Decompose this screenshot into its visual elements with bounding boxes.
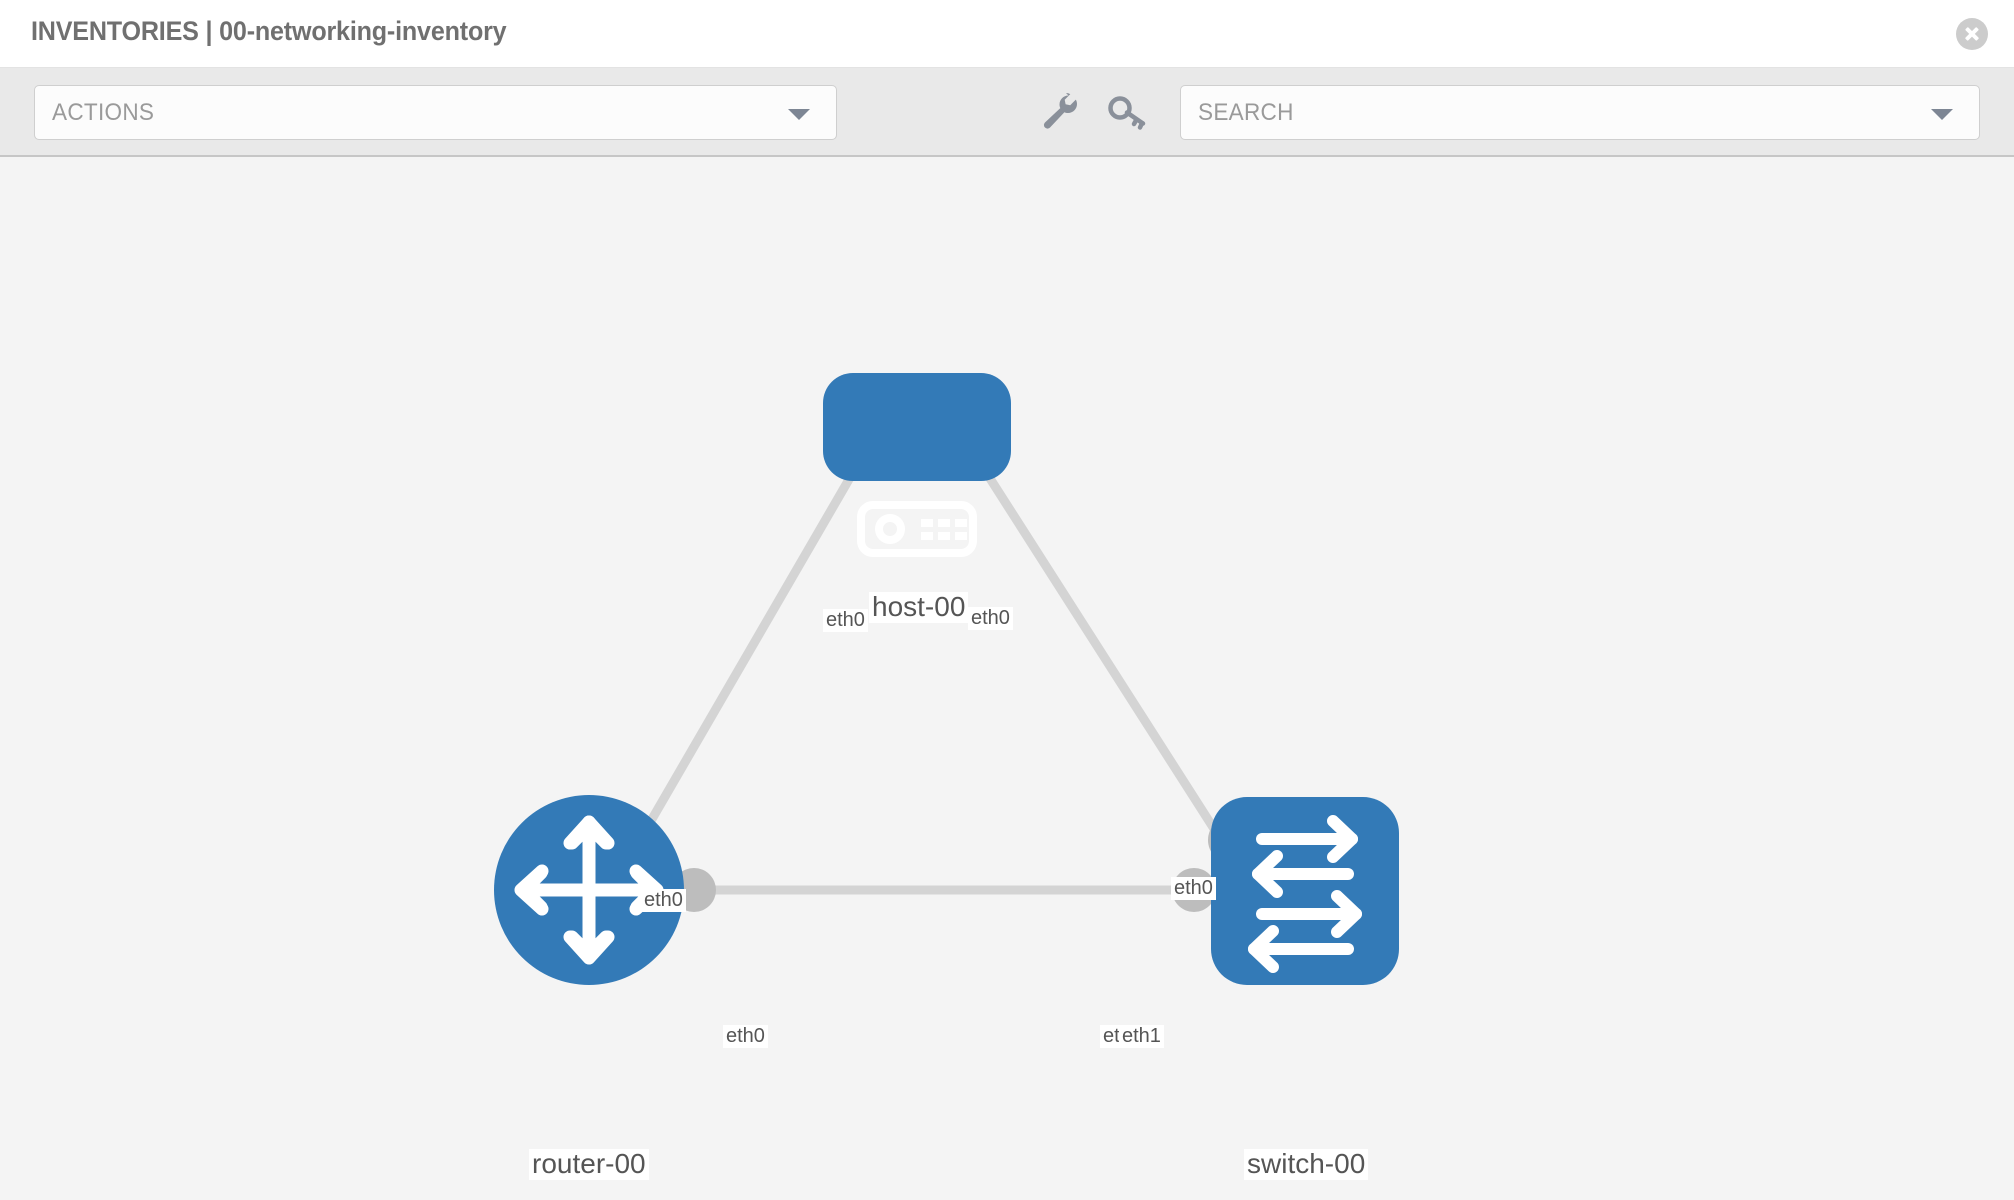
window-header: INVENTORIES | 00-networking-inventory bbox=[0, 0, 2014, 68]
page-title: INVENTORIES | 00-networking-inventory bbox=[31, 16, 507, 46]
node-label-host-00: host-00 bbox=[869, 591, 969, 623]
node-label-router-00: router-00 bbox=[529, 1148, 649, 1180]
close-icon[interactable] bbox=[1956, 18, 1988, 50]
toolbar: ACTIONS SEARCH bbox=[0, 68, 2014, 157]
iface-label-switch-eth1: eth1 bbox=[1119, 1025, 1164, 1048]
server-icon bbox=[857, 501, 977, 557]
iface-label-host-left: eth0 bbox=[823, 609, 868, 632]
actions-dropdown[interactable]: ACTIONS bbox=[34, 85, 837, 140]
wrench-icon[interactable] bbox=[1038, 90, 1082, 134]
node-switch-00[interactable] bbox=[1211, 797, 1399, 985]
search-input[interactable]: SEARCH bbox=[1180, 85, 1980, 140]
switch-arrows-icon bbox=[1248, 815, 1362, 973]
chevron-down-icon bbox=[1931, 108, 1953, 120]
search-placeholder: SEARCH bbox=[1198, 99, 1294, 126]
key-icon[interactable] bbox=[1105, 90, 1149, 134]
node-router-00[interactable] bbox=[494, 795, 684, 985]
actions-dropdown-label: ACTIONS bbox=[52, 99, 155, 126]
node-host-00[interactable] bbox=[823, 373, 1011, 557]
iface-label-router-eth0: eth0 bbox=[723, 1025, 768, 1048]
chevron-down-icon bbox=[788, 108, 810, 120]
iface-label-switch-uplink: eth0 bbox=[1171, 877, 1216, 900]
edge-host-switch bbox=[948, 416, 1236, 860]
edge-host-router bbox=[626, 416, 888, 860]
iface-label-router-uplink: eth0 bbox=[641, 889, 686, 912]
topology-graph bbox=[494, 373, 1399, 985]
node-label-switch-00: switch-00 bbox=[1244, 1148, 1369, 1180]
topology-canvas[interactable]: eth0 host-00 eth0 eth0 eth0 eth0 eth0 et… bbox=[0, 157, 2014, 1200]
iface-label-host-right: eth0 bbox=[968, 607, 1013, 630]
